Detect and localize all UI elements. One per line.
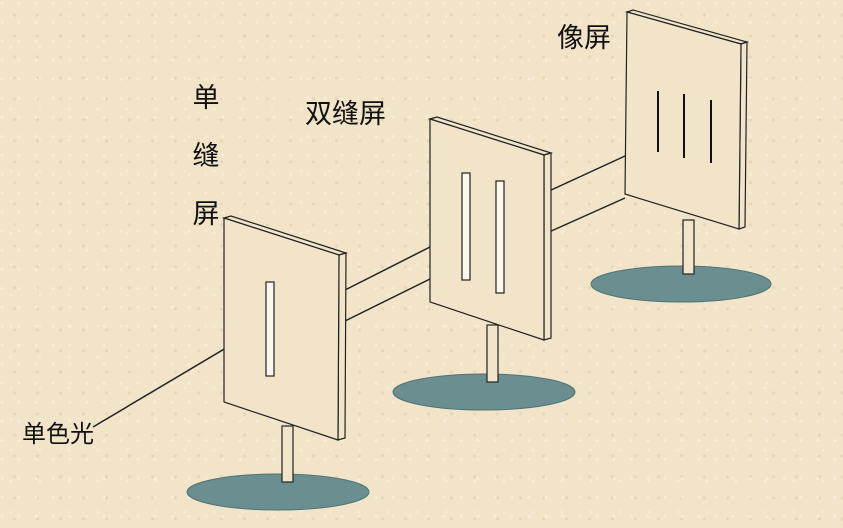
image-screen-base xyxy=(590,265,772,303)
image-screen xyxy=(590,9,772,303)
double-slit-screen-post xyxy=(486,324,499,383)
beam-segment-lower-1 xyxy=(344,278,431,322)
slit-2 xyxy=(495,180,505,294)
single-slit xyxy=(265,281,275,377)
double-slit-screen-label: 双缝屏 xyxy=(305,99,386,130)
image-screen-post xyxy=(682,219,695,275)
single-slit-screen-post xyxy=(281,425,294,483)
single-slit-screen-label: 单缝屏 xyxy=(192,83,220,230)
single-slit-screen-panel xyxy=(223,217,340,441)
double-slit-screen-base xyxy=(392,373,576,411)
double-slit-screen-edge xyxy=(543,152,552,341)
slit-1 xyxy=(461,172,471,281)
beam-segment-lower-2 xyxy=(548,197,626,233)
monochromatic-light-label: 单色光 xyxy=(22,420,94,448)
image-screen-label: 像屏 xyxy=(557,23,611,54)
double-slit-screen xyxy=(392,116,576,411)
single-slit-screen xyxy=(186,215,370,511)
beam-segment-upper-1 xyxy=(344,246,431,291)
double-slit-screen-panel xyxy=(429,118,545,341)
interference-fringes xyxy=(657,91,712,163)
beam-segment-upper-2 xyxy=(548,155,626,192)
single-slit-screen-base xyxy=(186,473,370,511)
